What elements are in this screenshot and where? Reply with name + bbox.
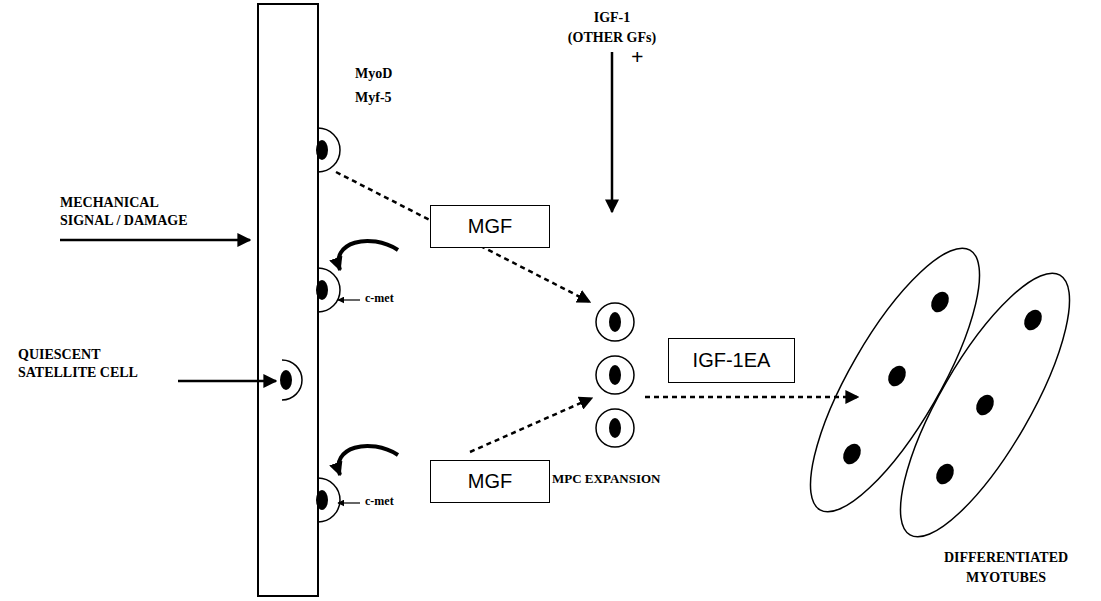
myogenic-precursor-cell [596, 303, 634, 341]
autocrine-arrow [338, 241, 398, 270]
growth-factor-label: IGF-1 (OTHER GFs) [565, 8, 659, 48]
dashed-arrow [336, 172, 590, 302]
growth-factor-box: IGF-1EA [668, 338, 795, 383]
stimulus-label: MECHANICAL SIGNAL / DAMAGE [60, 194, 202, 230]
signal-arrow [60, 239, 250, 242]
quiescent-satellite-cell [280, 360, 302, 400]
pointer-arrow [338, 502, 360, 503]
satellite-cell [316, 128, 340, 172]
myotube [781, 228, 1009, 533]
growth-factor-box: MGF [430, 205, 550, 248]
box-label: MGF [468, 215, 512, 238]
transcription-factor-label: MyoD Myf-5 [355, 62, 407, 110]
stage-label: DIFFERENTIATED MYOTUBES [916, 548, 1096, 588]
cell-label: QUIESCENT SATELLITE CELL [18, 346, 160, 382]
satellite-cell [316, 478, 340, 522]
dashed-arrow [470, 398, 592, 452]
pointer-arrow [338, 299, 360, 300]
myogenic-precursor-cell [596, 356, 634, 394]
stage-label: MPC EXPANSION [552, 471, 660, 487]
myogenic-precursor-cell [596, 409, 634, 447]
stimulus-arrow [611, 52, 614, 212]
receptor-label: c-met [365, 494, 394, 509]
box-label: IGF-1EA [693, 349, 771, 372]
dashed-arrow [645, 396, 858, 399]
autocrine-arrow [338, 446, 398, 475]
myotube [871, 253, 1099, 558]
satellite-cell [316, 268, 340, 312]
pointer-arrow [178, 380, 276, 383]
growth-factor-box: MGF [430, 460, 550, 503]
plus-sign: + [631, 44, 644, 70]
box-label: MGF [468, 470, 512, 493]
muscle-fiber [258, 4, 318, 596]
receptor-label: c-met [365, 291, 394, 306]
